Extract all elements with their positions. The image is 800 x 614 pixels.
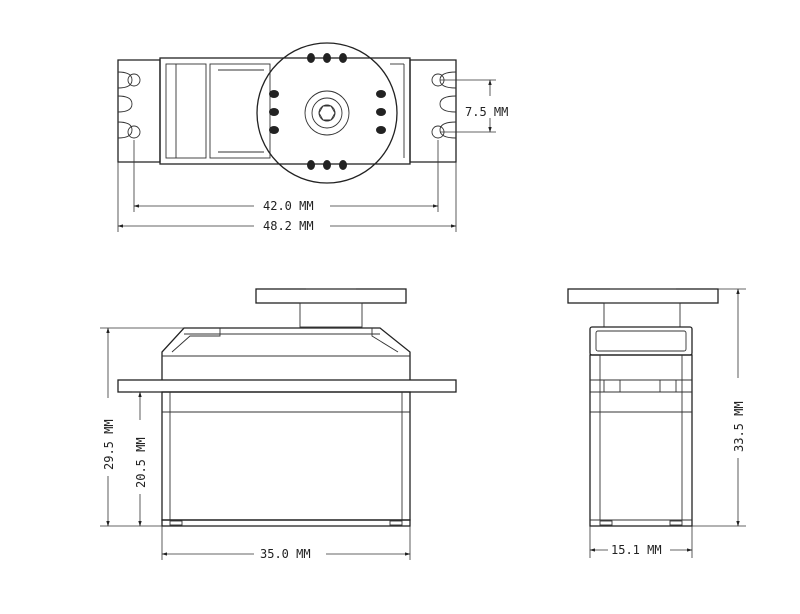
side-case-body [589,354,693,527]
dim-total-length: 48.2 MM [263,219,314,233]
dim-mount-hole-distance: 42.0 MM [263,199,314,213]
top-mounting-slots [117,71,457,139]
front-horn [255,288,407,304]
side-horn-hub [603,302,681,328]
top-case-lid [165,63,207,159]
horn-screw [318,104,336,122]
front-view: 29.5 MM 20.5 MM 35.0 MM [100,288,457,561]
dim-hole-spacing: 7.5 MM [465,105,508,119]
dim-body-depth: 15.1 MM [611,543,662,557]
mount-hole [127,125,141,139]
top-case-body [159,57,411,165]
top-mounting-flange [117,59,457,163]
front-case-body [161,391,411,521]
horn-hub-inner [311,97,343,129]
dim-total-height-side: 33.5 MM [732,401,746,452]
front-top-cover [161,327,411,380]
front-horn-hub [299,302,363,328]
side-horn [567,288,719,304]
side-view: 33.5 MM 15.1 MM [567,288,746,558]
dim-body-width: 35.0 MM [260,547,311,561]
horn-hub-outer [304,90,350,136]
top-case-gear-cover [209,63,271,159]
horn-screw-head [318,105,336,121]
dim-total-height: 29.5 MM [102,419,116,470]
mount-hole [127,73,141,87]
horn-holes [269,53,386,170]
top-view: 7.5 MM 42.0 MM 48.2 MM [117,42,508,233]
front-bottom-plate [161,519,411,527]
front-mounting-flange [117,379,457,393]
dim-flange-height: 20.5 MM [134,437,148,488]
servo-horn-disc [256,42,398,184]
